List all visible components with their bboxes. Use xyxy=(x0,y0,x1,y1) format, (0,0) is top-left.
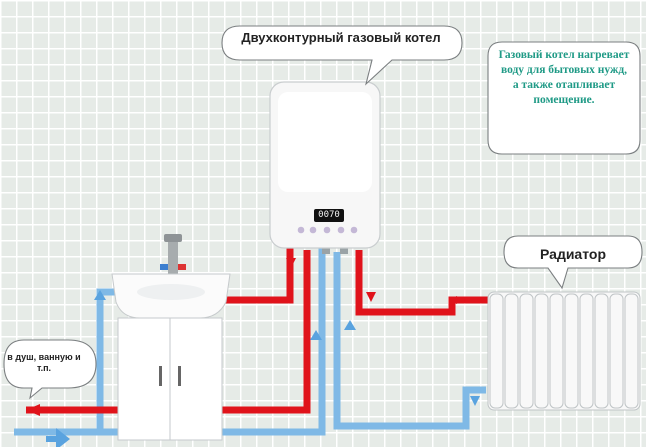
red-flow-arrow xyxy=(286,258,296,268)
radiator-callout-bubble xyxy=(503,235,643,290)
boiler-display: 0070 xyxy=(314,209,344,222)
red-flow-arrow xyxy=(456,296,466,304)
radiator xyxy=(487,291,641,411)
blue-flow-arrow xyxy=(46,428,70,447)
red-flow-arrow xyxy=(26,404,40,416)
gas-boiler xyxy=(269,81,381,254)
blue-flow-arrow xyxy=(470,396,480,406)
outlet-callout-bubble xyxy=(3,339,97,400)
outlet-callout-label: в душ, ванную и т.п. xyxy=(7,352,81,373)
hot-pipe-sink xyxy=(224,248,294,304)
cold-pipe-radiator-return xyxy=(333,252,486,430)
boiler-callout-label: Двухконтурный газовый котел xyxy=(241,30,441,45)
info-note-text: Газовый котел нагревает воду для бытовых… xyxy=(498,49,630,106)
blue-flow-arrow xyxy=(310,330,322,340)
boiler-callout-bubble xyxy=(221,25,463,86)
red-flow-arrow-group xyxy=(26,258,466,416)
info-note-bubble xyxy=(487,41,641,155)
red-flow-arrow xyxy=(366,292,376,302)
blue-flow-arrow-group xyxy=(46,290,480,447)
sink-cabinet xyxy=(111,234,231,441)
hot-pipe-radiator-feed xyxy=(355,250,490,316)
cold-pipe-boiler-in xyxy=(14,248,326,436)
radiator-callout-label: Радиатор xyxy=(540,246,606,262)
blue-flow-arrow xyxy=(344,320,356,330)
blue-flow-arrow xyxy=(94,290,106,300)
